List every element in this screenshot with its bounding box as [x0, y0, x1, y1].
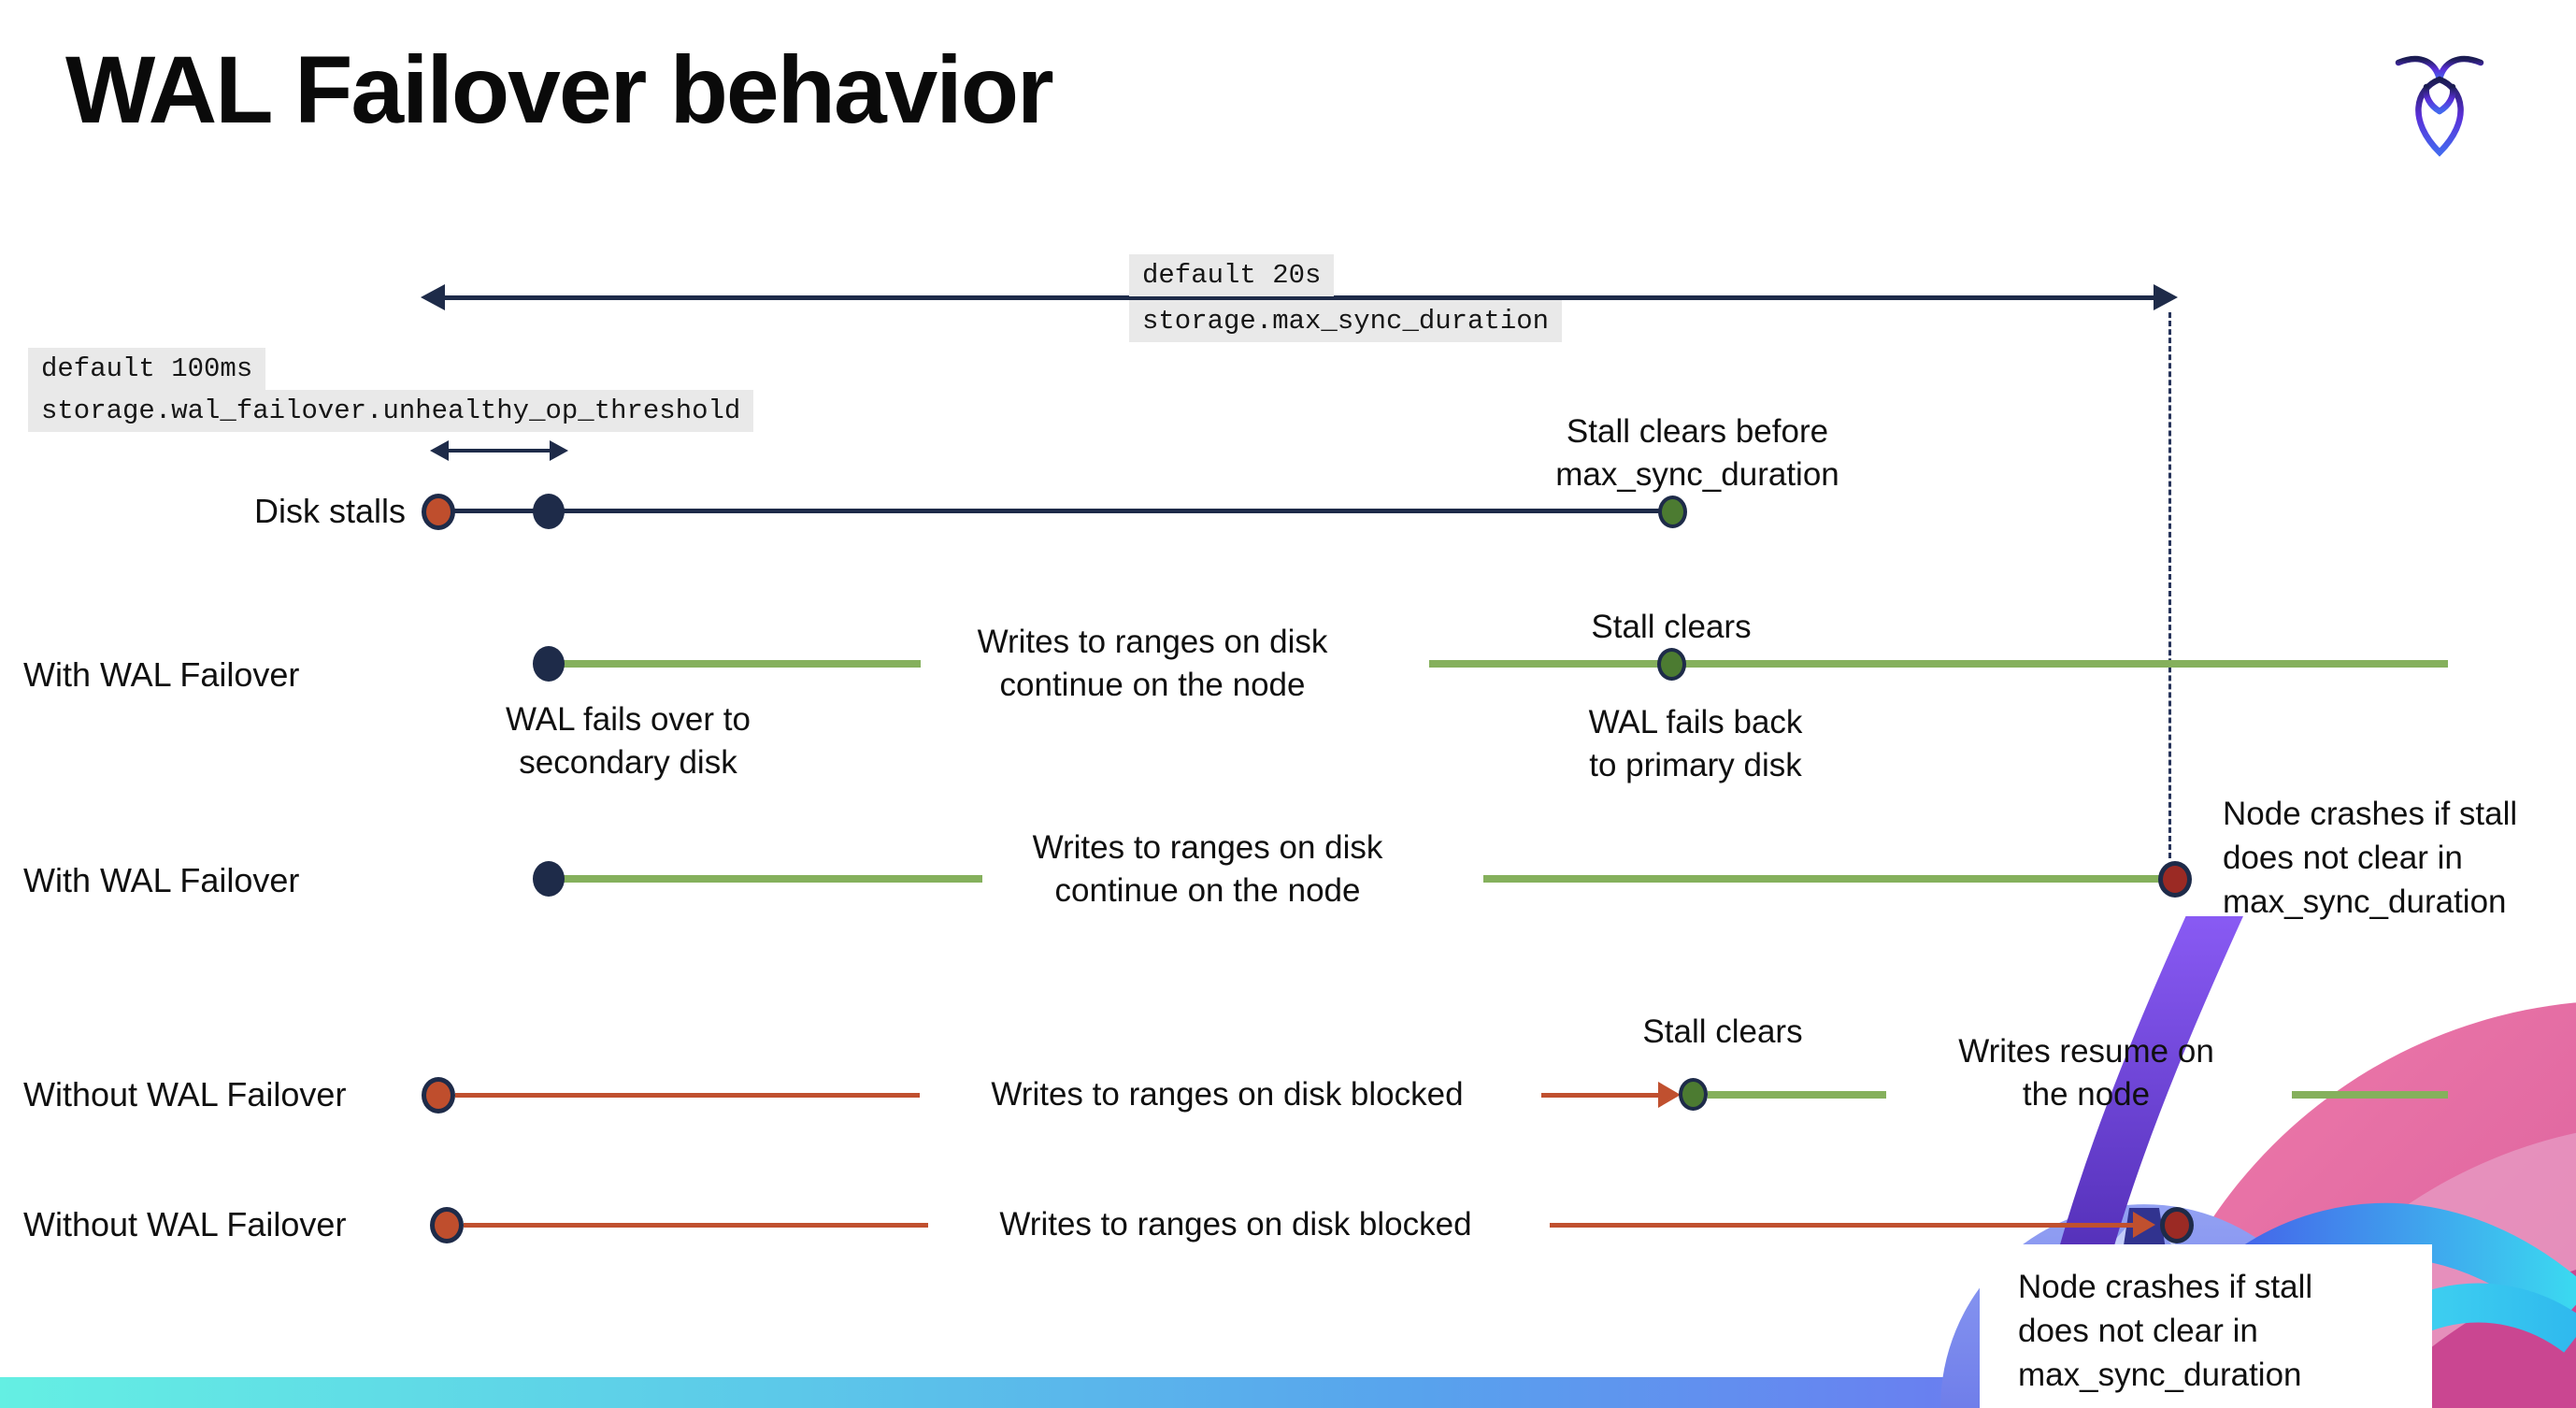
arrowhead-right-icon — [2154, 284, 2178, 310]
stall-clears-label: Stall clears — [1642, 1013, 1803, 1050]
timeline-label: Without WAL Failover — [23, 1075, 347, 1113]
healthy-writes-line — [557, 660, 921, 668]
timeline-label: With WAL Failover — [23, 655, 300, 694]
small-arrowhead-left-icon — [430, 440, 449, 461]
page-title: WAL Failover behavior — [65, 36, 1054, 143]
timeline-label: Without WAL Failover — [23, 1205, 347, 1243]
unhealthy-op-default-label: default 100ms — [28, 348, 266, 390]
stall-clears-label: Stall clears — [1591, 609, 1752, 645]
blocked-writes-line — [1541, 1093, 1664, 1098]
healthy-writes-line — [1429, 660, 2448, 668]
blocked-writes-line — [1550, 1223, 2135, 1228]
red-arrowhead-icon — [1658, 1082, 1681, 1108]
max-sync-default-label: default 20s — [1129, 254, 1335, 296]
arrowhead-left-icon — [421, 284, 445, 310]
node-crash-dot — [2160, 1207, 2194, 1243]
resumed-writes-line — [2292, 1091, 2448, 1099]
writes-blocked-label: Writes to ranges on disk blocked — [999, 1206, 1472, 1243]
max-sync-deadline-dashed-line — [2168, 312, 2171, 858]
node-crash-dot — [2158, 861, 2192, 898]
failover-dot — [533, 861, 565, 897]
writes-resume-label: Writes resume on the node — [1958, 1033, 2214, 1113]
stall-clears-dot — [1658, 496, 1687, 528]
unhealthy-op-setting-label: storage.wal_failover.unhealthy_op_thresh… — [28, 390, 754, 432]
writes-blocked-label: Writes to ranges on disk blocked — [991, 1076, 1464, 1113]
stall-timeline-line — [438, 509, 1673, 513]
crash-label-backdrop — [1980, 1244, 2432, 1408]
writes-continue-label: Writes to ranges on disk continue on the… — [1032, 829, 1383, 909]
failover-threshold-dot — [533, 494, 565, 529]
small-arrowhead-right-icon — [550, 440, 568, 461]
max-sync-setting-label: storage.max_sync_duration — [1129, 300, 1563, 342]
wal-fails-back-label: WAL fails back to primary disk — [1588, 704, 1803, 783]
unhealthy-op-threshold-arrow-line — [447, 449, 551, 453]
blocked-writes-line — [464, 1223, 928, 1228]
stall-clears-before-label: Stall clears before max_sync_duration — [1555, 413, 1839, 493]
failover-dot — [533, 646, 565, 682]
stall-clears-dot — [1679, 1078, 1708, 1111]
disk-stall-start-dot — [422, 494, 455, 530]
stall-clears-dot — [1657, 648, 1686, 681]
node-crash-label: Node crashes if stall does not clear in … — [2018, 1269, 2313, 1393]
timeline-label: With WAL Failover — [23, 861, 300, 899]
disk-stall-start-dot — [430, 1207, 464, 1243]
resumed-writes-line — [1708, 1091, 1886, 1099]
disk-stall-start-dot — [422, 1077, 455, 1113]
timeline-label: Disk stalls — [253, 492, 406, 530]
writes-continue-label: Writes to ranges on disk continue on the… — [977, 624, 1328, 703]
blocked-writes-line — [455, 1093, 920, 1098]
max-sync-duration-arrow-line — [439, 295, 2159, 300]
healthy-writes-line — [557, 875, 982, 883]
wal-fails-over-label: WAL fails over to secondary disk — [506, 701, 751, 781]
red-arrowhead-icon — [2133, 1212, 2155, 1238]
healthy-writes-line — [1483, 875, 2175, 883]
node-crash-label: Node crashes if stall does not clear in … — [2223, 796, 2518, 920]
cockroachdb-logo-icon — [2395, 55, 2484, 157]
